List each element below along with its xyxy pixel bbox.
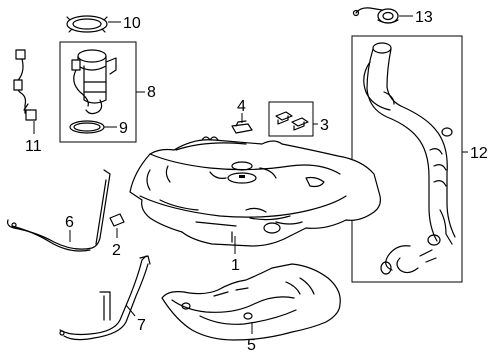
callout-5: 5 [247, 337, 256, 354]
tank-strap-part[interactable] [7, 169, 111, 252]
filler-pipe-part[interactable] [363, 42, 456, 275]
callout-9: 9 [119, 120, 128, 137]
callout-3: 3 [320, 117, 329, 134]
clip-part[interactable] [231, 120, 253, 134]
fuel-tank-part[interactable] [129, 136, 381, 247]
callout-6: 6 [65, 214, 74, 231]
callout-11: 11 [25, 138, 42, 155]
retainer-part[interactable] [275, 111, 309, 131]
callout-7: 7 [137, 317, 146, 334]
retainer-group-box [268, 101, 314, 137]
callout-1: 1 [231, 257, 240, 274]
callout-4: 4 [237, 98, 246, 115]
callout-13: 13 [415, 9, 433, 26]
heat-shield-part[interactable] [161, 263, 341, 341]
tank-strap-part-2[interactable] [59, 255, 151, 341]
wiring-harness-part[interactable] [13, 49, 37, 121]
fuel-pump-module-part[interactable] [71, 49, 117, 115]
lock-ring-part[interactable] [66, 15, 108, 33]
pump-seal-part[interactable] [69, 120, 105, 134]
callout-12: 12 [470, 145, 488, 162]
fuel-cap-part[interactable] [352, 7, 399, 24]
callout-2: 2 [112, 242, 121, 259]
callout-8: 8 [147, 84, 156, 101]
callout-10: 10 [123, 15, 141, 32]
tank-pad-part[interactable] [109, 213, 125, 227]
